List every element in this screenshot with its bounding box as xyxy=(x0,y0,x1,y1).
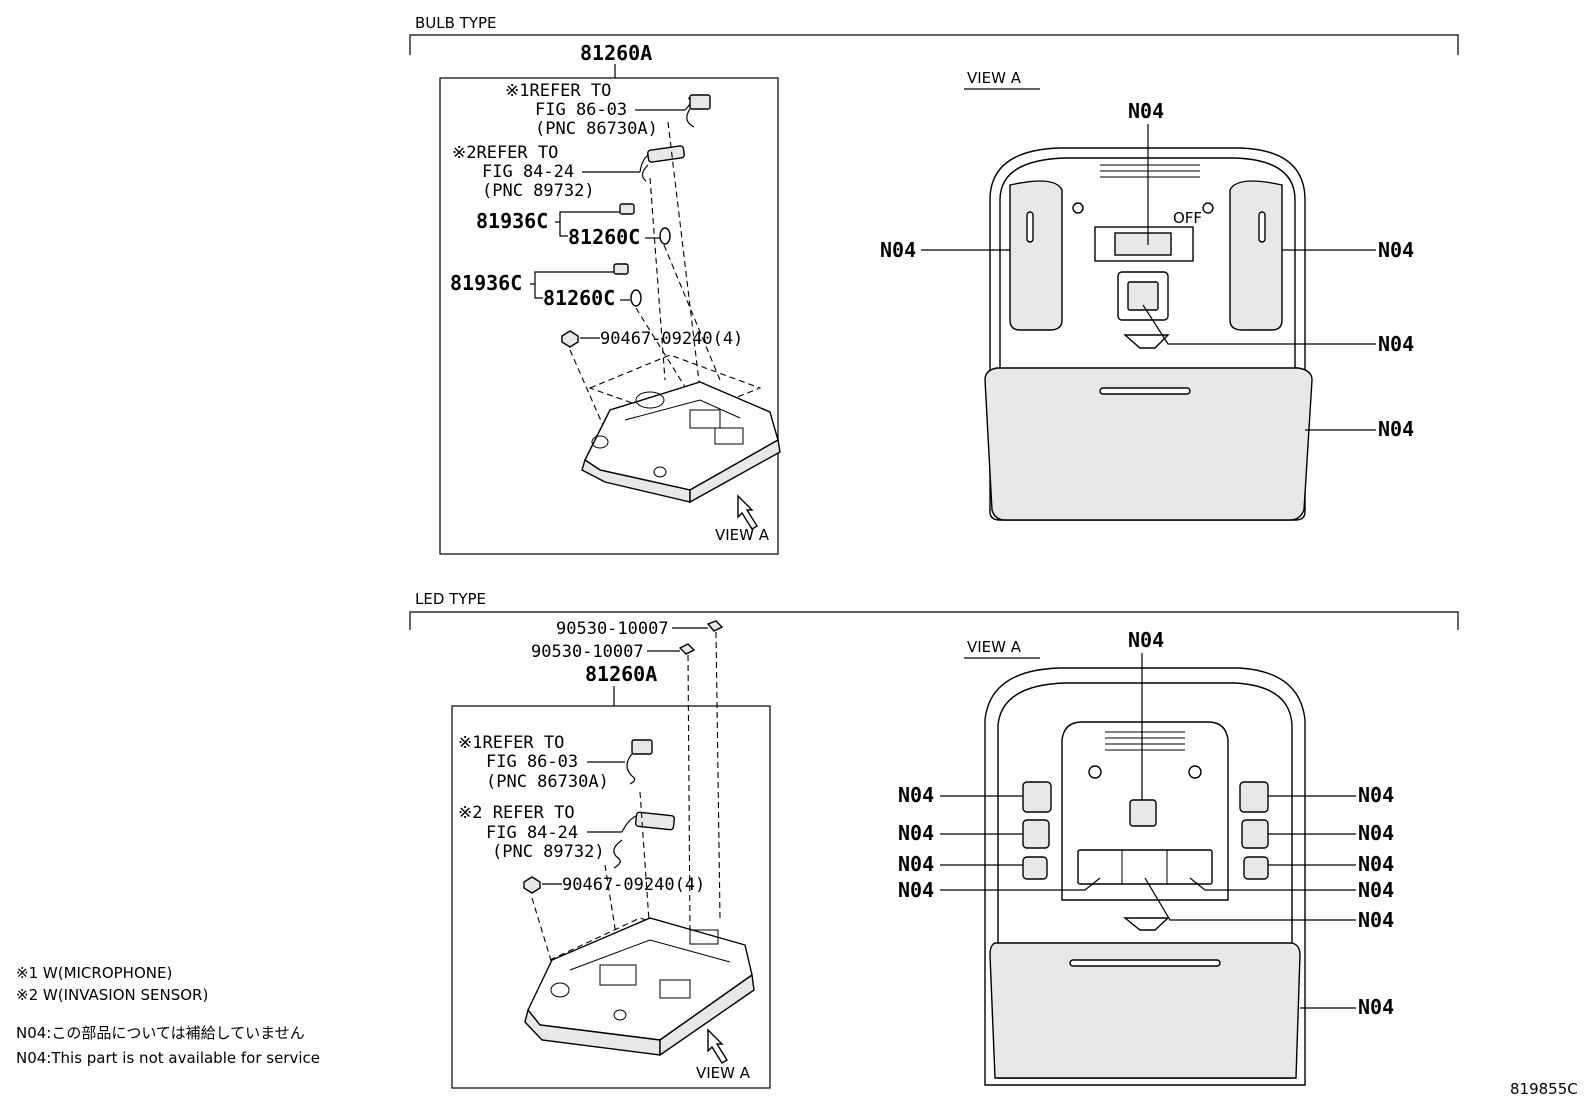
room-lamp-assembly-led xyxy=(524,917,755,1057)
callout-n04: N04 xyxy=(898,878,934,902)
part-clip-1: 90530-10007 xyxy=(556,619,669,639)
room-lamp-assembly-bulb xyxy=(581,381,781,504)
part-81936c-1: 81936C xyxy=(476,209,548,233)
ref2-line2-led: FIG 84-24 xyxy=(486,823,578,843)
ref2-line2-bulb: FIG 84-24 xyxy=(482,162,574,182)
callout-n04: N04 xyxy=(1358,908,1394,932)
ref2-line3-led: (PNC 89732) xyxy=(492,842,605,862)
part-81936c-2: 81936C xyxy=(450,271,522,295)
invasion-sensor-icon xyxy=(613,811,676,869)
note-3: N04:この部品については補給していません xyxy=(16,1024,305,1042)
microphone-icon xyxy=(684,94,711,128)
callout-n04: N04 xyxy=(1378,238,1414,262)
ref1-line1-led: ※1REFER TO xyxy=(458,733,564,753)
ref1-line1-bulb: ※1REFER TO xyxy=(505,81,611,101)
ref2-line1-bulb: ※2REFER TO xyxy=(452,143,558,163)
figure-id: 819855C xyxy=(1510,1080,1578,1098)
view-arrow-icon xyxy=(707,1028,728,1064)
bulb-socket-icon xyxy=(619,203,635,215)
assembly-box-led xyxy=(451,705,771,1089)
screw-icon xyxy=(523,876,541,894)
microphone-icon xyxy=(626,739,653,785)
screw-icon xyxy=(561,330,579,348)
callout-n04: N04 xyxy=(898,821,934,845)
part-81260c-1: 81260C xyxy=(568,225,640,249)
callout-n04: N04 xyxy=(1378,417,1414,441)
view-arrow-icon xyxy=(737,494,758,530)
callout-n04: N04 xyxy=(1128,99,1164,123)
ref1-line3-led: (PNC 86730A) xyxy=(486,772,609,792)
callout-n04: N04 xyxy=(1358,878,1394,902)
view-label-bulb: VIEW A xyxy=(715,526,770,544)
note-2: ※2 W(INVASION SENSOR) xyxy=(16,986,208,1004)
callout-n04: N04 xyxy=(1358,995,1394,1019)
callout-n04: N04 xyxy=(898,852,934,876)
assembly-number-bulb: 81260A xyxy=(580,41,652,65)
part-81260c-2: 81260C xyxy=(543,286,615,310)
clip-icon xyxy=(706,620,724,632)
bulb-icon xyxy=(659,227,671,245)
callout-n04: N04 xyxy=(1358,821,1394,845)
section-title-led: LED TYPE xyxy=(415,590,486,608)
part-clip-2: 90530-10007 xyxy=(531,642,644,662)
callout-n04: N04 xyxy=(898,783,934,807)
part-screw-bulb: 90467-09240(4) xyxy=(600,329,743,349)
ref2-line3-bulb: (PNC 89732) xyxy=(482,181,595,201)
clip-icon xyxy=(678,643,696,655)
section-title-bulb: BULB TYPE xyxy=(415,14,497,32)
callout-n04: N04 xyxy=(1128,628,1164,652)
assembly-number-led: 81260A xyxy=(585,662,657,686)
switch-off-label: OFF xyxy=(1173,209,1202,227)
section-bracket-led xyxy=(409,611,1459,630)
view-title-led: VIEW A xyxy=(967,638,1022,656)
ref1-line2-led: FIG 86-03 xyxy=(486,752,578,772)
view-title-bulb: VIEW A xyxy=(967,69,1022,87)
callout-n04: N04 xyxy=(1358,783,1394,807)
view-label-led: VIEW A xyxy=(696,1064,751,1082)
ref1-line2-bulb: FIG 86-03 xyxy=(535,100,627,120)
callout-n04: N04 xyxy=(880,238,916,262)
note-4: N04:This part is not available for servi… xyxy=(16,1049,320,1067)
invasion-sensor-icon xyxy=(639,145,685,182)
ref1-line3-bulb: (PNC 86730A) xyxy=(535,119,658,139)
callout-n04: N04 xyxy=(1358,852,1394,876)
part-screw-led: 90467-09240(4) xyxy=(562,875,705,895)
section-bracket-bulb xyxy=(409,34,1459,55)
callout-n04: N04 xyxy=(1378,332,1414,356)
console-view-led xyxy=(984,667,1306,1086)
note-1: ※1 W(MICROPHONE) xyxy=(16,964,172,982)
assembly-box-bulb xyxy=(439,77,779,555)
bulb-icon xyxy=(630,289,642,307)
ref2-line1-led: ※2 REFER TO xyxy=(458,803,575,823)
console-view-bulb: OFF xyxy=(984,147,1313,521)
bulb-socket-icon xyxy=(613,263,629,275)
